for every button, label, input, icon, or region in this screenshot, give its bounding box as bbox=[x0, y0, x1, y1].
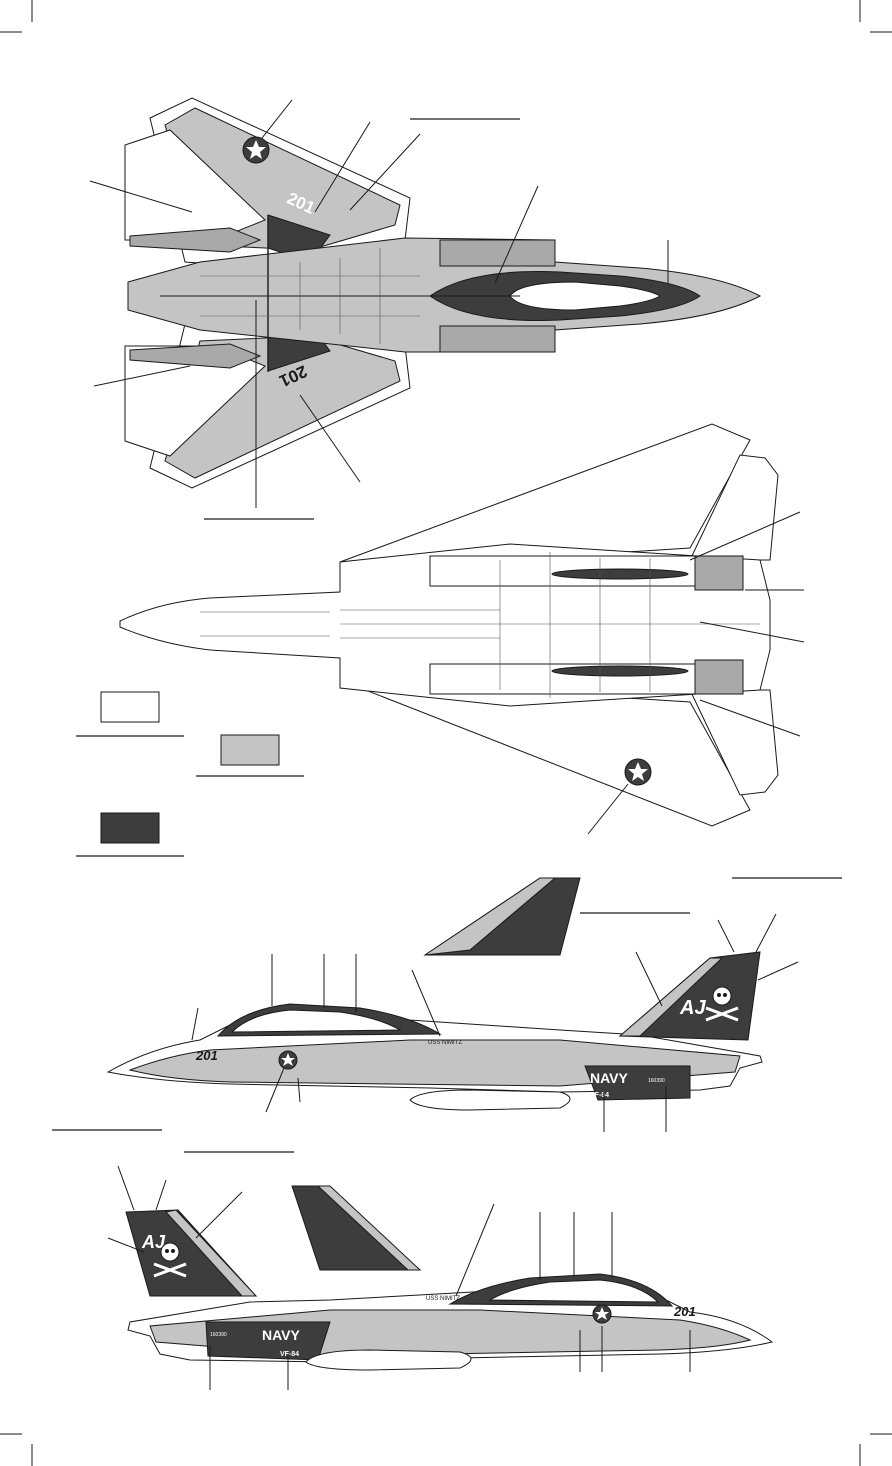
right-view-national-insignia bbox=[592, 1304, 612, 1324]
left-view-bureau-number: 160390 bbox=[648, 1078, 665, 1084]
left-view-ship-name: USS NIMITZ bbox=[428, 1040, 462, 1046]
left-view-modex: 201 bbox=[195, 1048, 218, 1063]
left-view-tail-code: AJ bbox=[679, 997, 706, 1019]
bottom-view-national-insignia bbox=[624, 758, 652, 786]
left-view-squadron-skull bbox=[705, 986, 739, 1022]
swatch-dark-gray bbox=[100, 812, 160, 844]
top-view-national-insignia bbox=[242, 136, 270, 164]
right-view-navy: NAVY bbox=[262, 1327, 301, 1343]
right-view-callout-leaders bbox=[107, 1165, 691, 1390]
left-view-navy: NAVY bbox=[590, 1070, 629, 1086]
left-view-national-insignia bbox=[278, 1050, 298, 1070]
right-view-tail-code: AJ bbox=[141, 1232, 166, 1252]
swatch-light-gray bbox=[220, 734, 280, 766]
top-view-callout-leaders bbox=[89, 99, 669, 508]
top-view-left-stabilator bbox=[124, 129, 266, 241]
bottom-view-upper-wing bbox=[339, 423, 751, 563]
left-side-view: AJ NAVY VF-84 160390 USS NIMITZ 201 bbox=[52, 877, 842, 1153]
right-view-squadron: VF-84 bbox=[280, 1351, 299, 1358]
right-view-bureau-number: 160390 bbox=[210, 1332, 227, 1338]
swatch-white bbox=[100, 691, 160, 723]
left-view-squadron: VF-84 bbox=[590, 1092, 609, 1099]
bottom-view bbox=[119, 423, 805, 835]
top-view: 201 201 bbox=[89, 97, 762, 520]
right-side-view: AJ NAVY VF-84 160390 USS NIMITZ 201 bbox=[107, 1165, 774, 1390]
left-view-callout-leaders bbox=[191, 913, 799, 1132]
right-view-modex: 201 bbox=[673, 1304, 696, 1319]
bottom-view-callout-leaders bbox=[587, 511, 805, 835]
right-view-ship-name: USS NIMITZ bbox=[426, 1296, 460, 1302]
color-legend bbox=[76, 691, 304, 857]
right-view-squadron-skull bbox=[153, 1242, 187, 1278]
